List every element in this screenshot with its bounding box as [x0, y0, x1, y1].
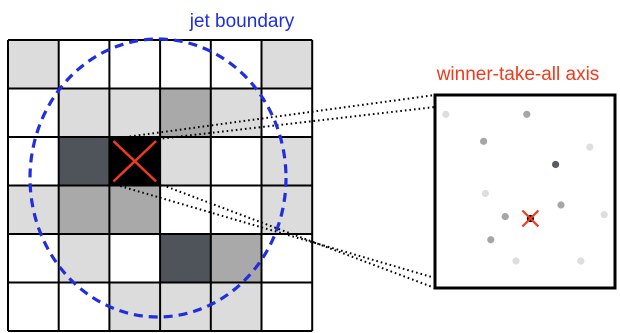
grid-cell-r2-c3 — [160, 137, 211, 186]
grid-cell-r3-c0 — [8, 185, 59, 234]
particle-dot — [600, 211, 608, 219]
particle-dot — [481, 189, 489, 198]
particle-dot — [501, 212, 509, 221]
particle-dot — [586, 143, 594, 151]
connector-line — [111, 182, 436, 279]
particle-dot — [442, 110, 450, 118]
particle-dot — [480, 137, 488, 145]
grid-cell-r3-c2 — [109, 185, 161, 234]
grid-cell-r0-c2 — [109, 40, 161, 89]
grid-cell-r5-c3 — [160, 282, 211, 331]
grid-cell-r1-c1 — [58, 88, 110, 137]
jet-boundary-circle — [28, 37, 288, 319]
overlay — [28, 37, 288, 319]
connector-line — [157, 182, 436, 289]
grid-cell-r3-c1 — [58, 185, 110, 234]
grid-cell-r0-c0 — [8, 40, 59, 89]
particle-dot — [523, 110, 531, 118]
axis-cross-mark — [112, 140, 157, 183]
particle-dot — [512, 257, 520, 265]
connector-line — [157, 106, 436, 140]
grid-cell-r1-c0 — [8, 88, 59, 137]
particle-dot — [552, 160, 560, 169]
grid-cell-r3-c4 — [210, 185, 262, 234]
jet-boundary-label: jet boundary — [189, 11, 295, 32]
grid-cell-r4-c1 — [58, 234, 110, 283]
grid-cell-r1-c4 — [210, 88, 262, 137]
grid-cell-r2-c1 — [58, 137, 110, 186]
grid-cell-r0-c5 — [261, 40, 313, 89]
grid-cell-r2-c4 — [210, 137, 262, 186]
grid-cell-r0-c3 — [160, 40, 211, 89]
grid-cell-r4-c3 — [160, 234, 211, 283]
zoom-axis-cross — [521, 209, 540, 228]
grid-cell-r1-c5 — [261, 88, 313, 137]
calorimeter-grid — [7, 39, 314, 332]
grid-cell-r1-c2 — [109, 88, 161, 137]
winner-take-all-axis-label: winner-take-all axis — [436, 64, 600, 85]
grid-cell-r5-c0 — [8, 282, 59, 331]
grid-cell-r5-c4 — [210, 282, 262, 331]
particle-dot — [577, 257, 585, 265]
grid-cell-r3-c5 — [261, 185, 313, 234]
grid-cell-r5-c2 — [109, 282, 161, 331]
connector-line — [111, 94, 436, 140]
grid-cell-r4-c4 — [210, 234, 262, 283]
grid-cell-r4-c2 — [109, 234, 161, 283]
grid-cell-r4-c5 — [261, 234, 313, 283]
grid-cell-r4-c0 — [8, 234, 59, 283]
particle-dot — [487, 236, 495, 244]
grid-cell-r0-c4 — [210, 40, 262, 89]
zoom-panel — [433, 93, 617, 290]
zoom-connector-lines — [111, 94, 436, 289]
particle-dot — [557, 201, 565, 209]
grid-cell-r2-c5 — [261, 137, 313, 186]
grid-cell-r5-c5 — [261, 282, 313, 331]
zoom-box — [433, 93, 617, 290]
